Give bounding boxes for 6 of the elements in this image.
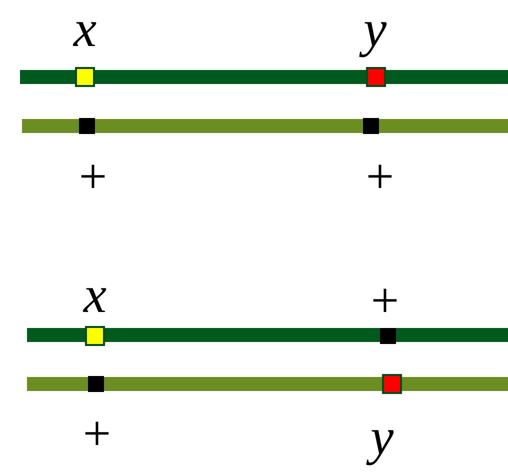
variable-label: x (73, 4, 97, 56)
plus-sign: + (366, 151, 394, 201)
plus-sign: + (82, 408, 112, 458)
plus-sign: + (78, 151, 108, 201)
variable-label: x (83, 270, 107, 322)
plus-sign: + (370, 275, 400, 325)
